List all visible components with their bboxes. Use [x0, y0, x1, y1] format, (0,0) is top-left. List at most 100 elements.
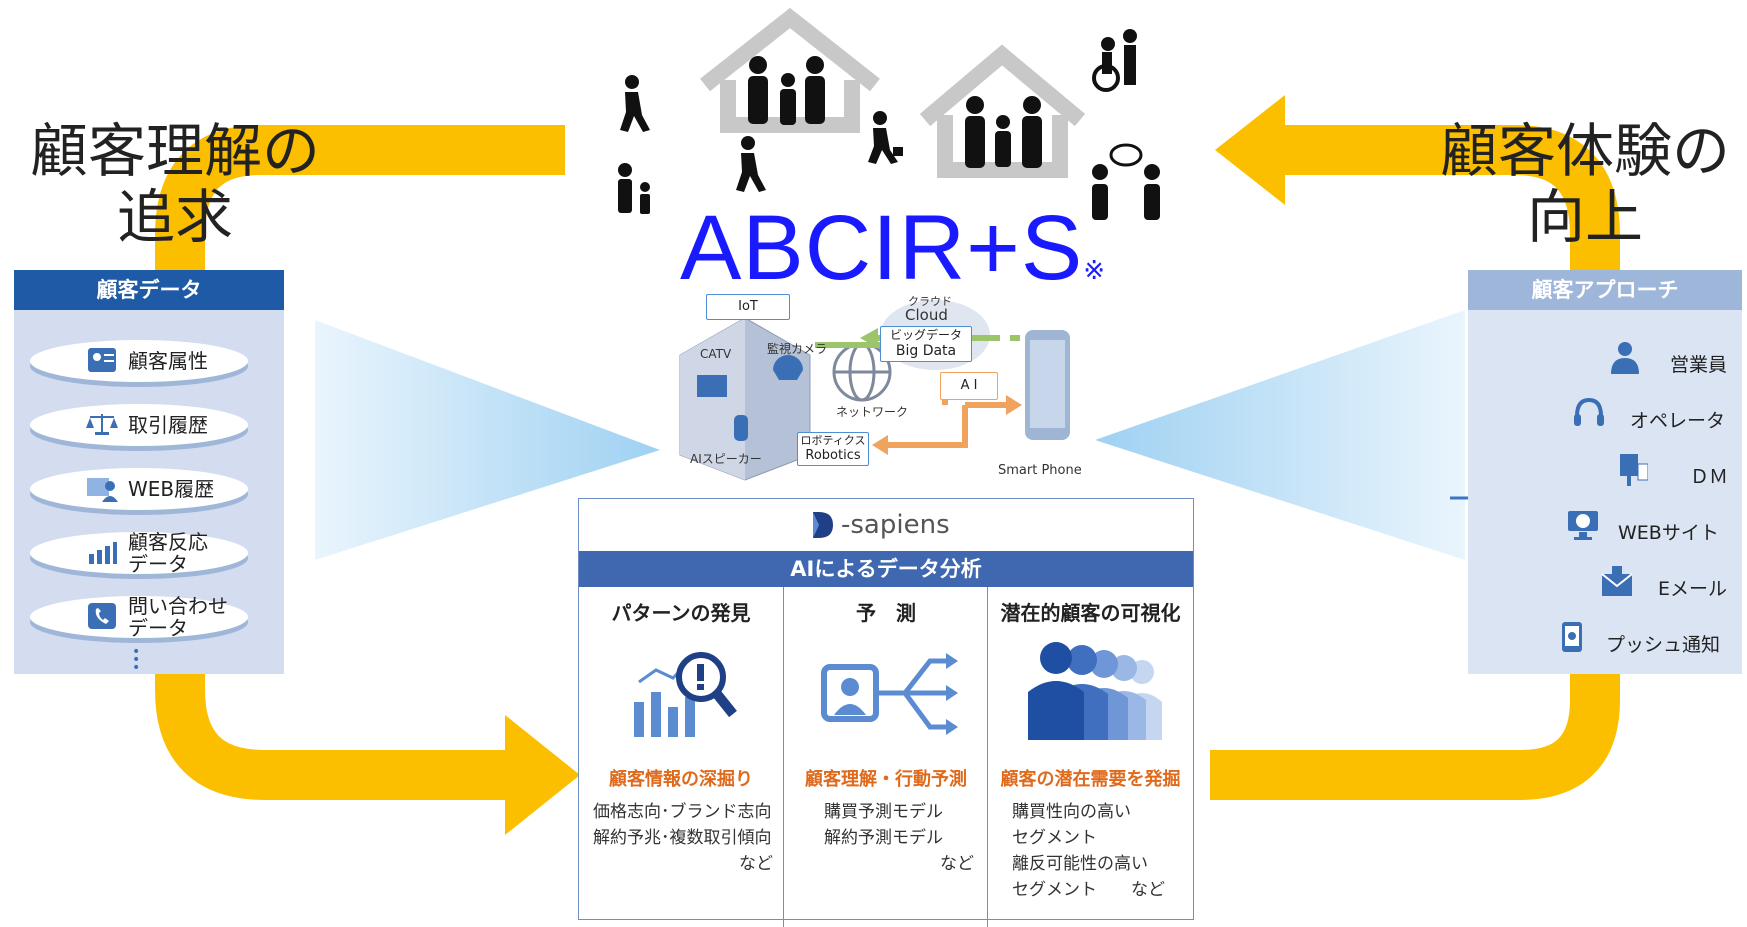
- ai-speaker-label: AIスピーカー: [690, 452, 762, 466]
- magnifier-chart-icon: [634, 652, 737, 737]
- list-item: 顧客反応 データ: [30, 530, 248, 576]
- dsapiens-logo-text: -sapiens: [841, 510, 950, 540]
- list-item-label: WEB履歴: [128, 477, 215, 501]
- column-details: 購買性向の高い セグメント 離反可能性の高い セグメント など: [1012, 799, 1187, 903]
- list-item: 取引履歴: [30, 404, 248, 446]
- column-head: 潜在的顧客の可視化: [1000, 601, 1181, 625]
- column-highlight: 顧客理解・行動予測: [805, 769, 967, 790]
- column-details: 価格志向･ブランド志向 解約予兆･複数取引傾向 など: [593, 799, 773, 877]
- detail-line: 解約予兆･複数取引傾向: [593, 828, 772, 848]
- column-highlight: 顧客情報の深掘り: [609, 769, 753, 790]
- house-right: [919, 44, 1086, 178]
- detail-line: など: [739, 854, 773, 874]
- detail-line: 購買性向の高い: [1012, 802, 1131, 822]
- list-item: 顧客属性: [30, 340, 248, 382]
- detail-line: 価格志向･ブランド志向: [593, 802, 772, 822]
- bar-chart-icon: [89, 542, 117, 564]
- detail-line: など: [940, 854, 974, 874]
- bigdata-jp-label: ビッグデータ: [889, 328, 962, 342]
- left-title: 顧客理解の 追求: [10, 118, 340, 250]
- iot-house-icon: [679, 317, 811, 481]
- parent-child-icon: [618, 163, 650, 214]
- approach-item-label: プッシュ通知: [1606, 634, 1721, 656]
- push-notification-icon: [1562, 622, 1582, 652]
- approach-item-label: WEBサイト: [1618, 522, 1719, 544]
- iot-arrow-orange-2: [880, 405, 968, 448]
- customer-approach-panel: 顧客アプローチ: [1468, 270, 1742, 674]
- bigdata-en-label: Big Data: [895, 343, 957, 359]
- detail-line: 購買予測モデル: [824, 802, 943, 822]
- web-history-icon: [87, 478, 118, 502]
- customer-data-panel: 顧客データ 顧客属性 取引履歴 WEB履歴 顧客反応 データ 問い合わせ データ…: [14, 270, 284, 676]
- approach-item-label: 営業員: [1670, 354, 1728, 376]
- column-visualization: 潜在的顧客の可視化 顧客の潜在需要を発掘 購買性向の高い セグメント 離反可能性…: [987, 587, 1193, 927]
- customer-approach-header: 顧客アプローチ: [1468, 270, 1742, 310]
- email-icon: [1601, 566, 1633, 596]
- detail-line: セグメント など: [1012, 880, 1165, 900]
- customer-data-header: 顧客データ: [14, 270, 284, 310]
- ai-label: A I: [940, 372, 998, 400]
- cloud-en-label: Cloud: [905, 306, 948, 324]
- walking-person-2-icon: [736, 136, 766, 192]
- column-details: 購買予測モデル 解約予測モデル など: [824, 799, 974, 877]
- right-title: 顧客体験の 向上: [1425, 118, 1745, 250]
- right-arrowhead-top: [1215, 95, 1285, 205]
- detail-line: 離反可能性の高い: [1012, 854, 1148, 874]
- prediction-icon: [821, 653, 958, 735]
- monitor-icon: [1568, 511, 1598, 540]
- robotics-en-label: Robotics: [805, 448, 861, 463]
- approach-item-label: Eメール: [1658, 578, 1728, 600]
- column-highlight: 顧客の潜在需要を発掘: [1000, 769, 1181, 790]
- right-beam: [1095, 310, 1465, 560]
- left-title-line-2: 追求: [116, 183, 233, 251]
- list-item-label: 顧客反応 データ: [128, 530, 208, 576]
- list-item-label: 取引履歴: [128, 413, 208, 437]
- right-loop-arrow: [1210, 125, 1620, 800]
- robotics-jp-label: ロボティクス: [800, 434, 866, 447]
- right-title-line-1: 顧客体験の: [1439, 117, 1730, 185]
- list-item: 問い合わせ データ: [30, 594, 248, 640]
- robotics-label: ロボティクス Robotics: [797, 432, 869, 466]
- center-title-text: ABCIR+S: [680, 197, 1084, 299]
- detail-line: セグメント: [1012, 828, 1097, 848]
- iot-label: IoT: [706, 294, 790, 320]
- dsapiens-analysis-box: -sapiens AIによるデータ分析 パターンの発見 顧客情報の深掘り 価格志…: [578, 498, 1194, 927]
- more-dots: •••: [132, 644, 141, 676]
- cloud-jp-label: クラウド: [908, 295, 952, 308]
- family-left-icon: [748, 56, 825, 125]
- column-prediction: 予 測 顧客理解・行動予測 購買予測モデル 解約予測モデル など: [783, 587, 988, 927]
- approach-item-label: オペレータ: [1630, 410, 1726, 432]
- list-item-label: 問い合わせ データ: [128, 594, 228, 640]
- scale-icon: [86, 414, 118, 435]
- smartphone-label: Smart Phone: [998, 463, 1082, 478]
- mail-post-icon: [1620, 454, 1648, 486]
- column-head: パターンの発見: [611, 601, 751, 625]
- salesperson-icon: [1611, 342, 1639, 374]
- center-title-mark: ※: [1083, 256, 1106, 286]
- people-group-icon: [1028, 642, 1162, 740]
- walking-person-icon: [620, 75, 650, 132]
- businessman-icon: [868, 111, 903, 164]
- wheelchair-icon: [1092, 29, 1137, 92]
- list-item: WEB履歴: [30, 468, 248, 510]
- analysis-band: AIによるデータ分析: [579, 551, 1193, 587]
- camera-label: 監視カメラ: [767, 342, 828, 356]
- left-beam: [315, 320, 660, 560]
- right-title-line-2: 向上: [1526, 183, 1643, 251]
- conversation-icon: [1092, 143, 1160, 220]
- dsapiens-logo-icon: [813, 512, 833, 538]
- dsapiens-logo: -sapiens: [809, 509, 950, 541]
- list-item-label: 顧客属性: [128, 349, 208, 373]
- network-label: ネットワーク: [836, 405, 909, 419]
- left-title-line-1: 顧客理解の: [29, 117, 320, 185]
- catv-label: CATV: [700, 347, 732, 361]
- family-right-icon: [965, 96, 1042, 168]
- detail-line: 解約予測モデル: [824, 828, 943, 848]
- headset-icon: [1574, 397, 1604, 426]
- smartphone-icon: [1025, 330, 1070, 440]
- profile-card-icon: [88, 348, 116, 372]
- column-head: 予 測: [856, 601, 916, 625]
- approach-item-label: ＤＭ: [1690, 466, 1729, 488]
- column-pattern: パターンの発見 顧客情報の深掘り 価格志向･ブランド志向 解約予兆･複数取引傾向…: [579, 587, 783, 927]
